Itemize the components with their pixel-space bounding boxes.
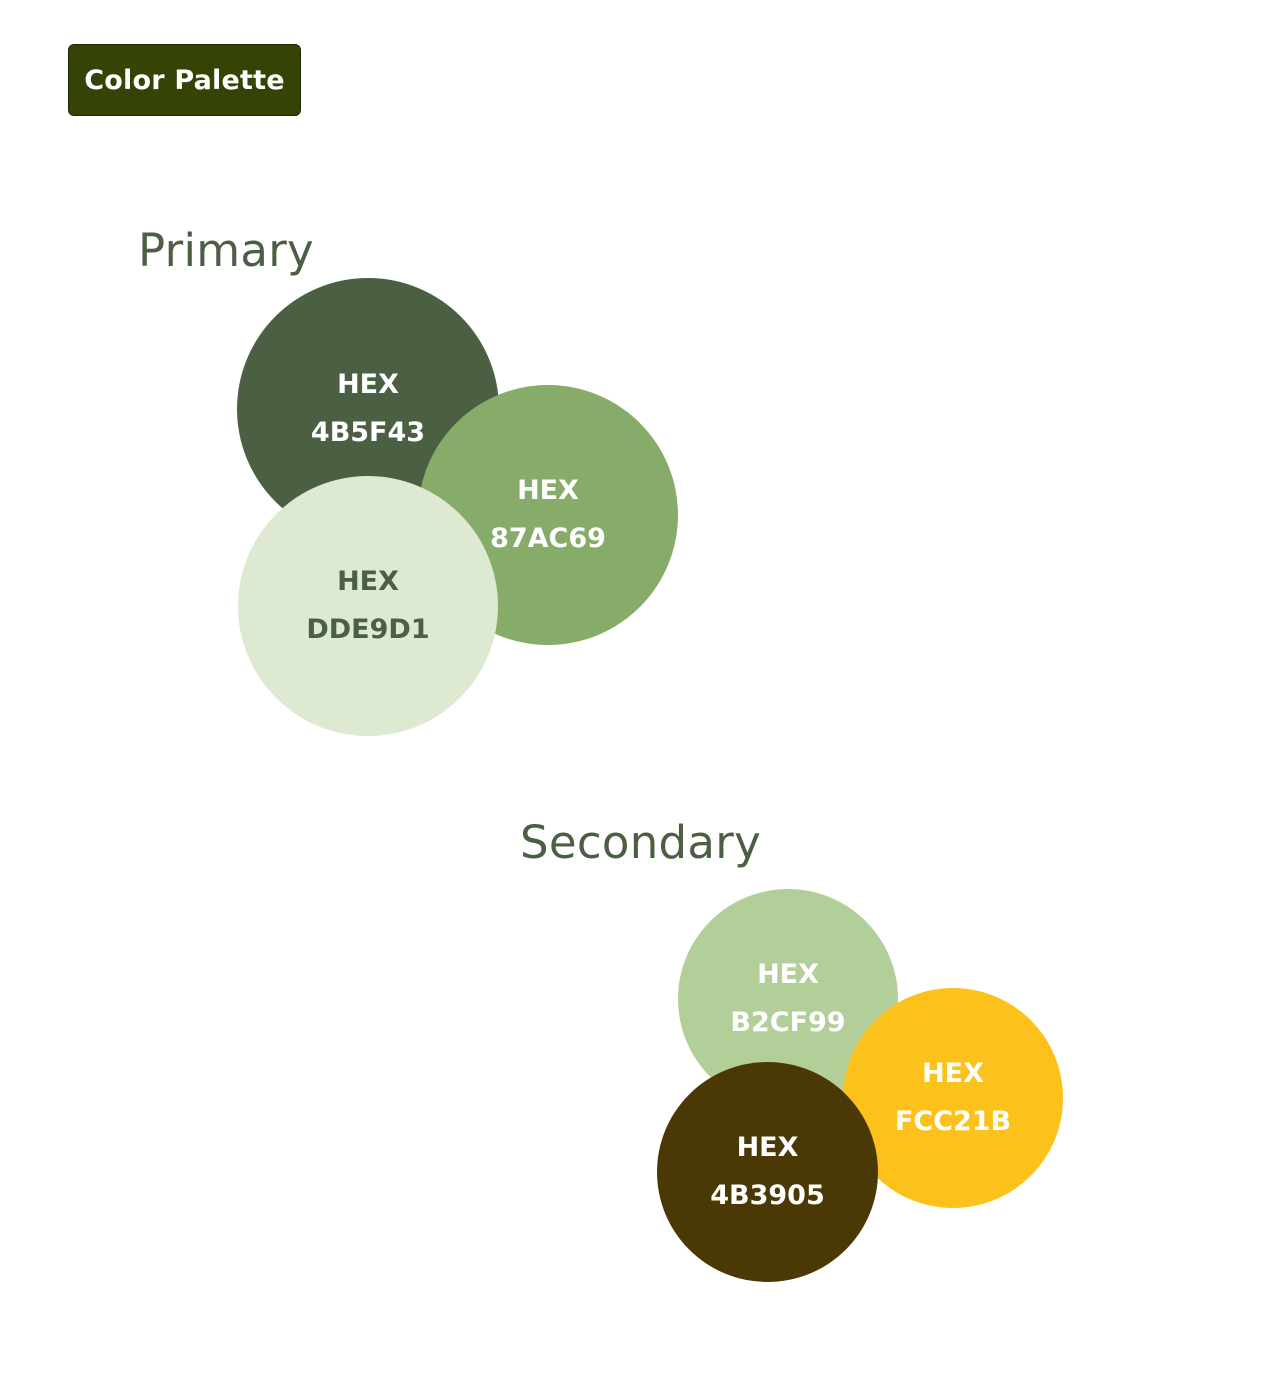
swatch-hex-label: HEX [337, 566, 399, 597]
swatch-hex-label: HEX [337, 369, 399, 400]
secondary-swatch-yellow: HEX FCC21B [843, 988, 1063, 1208]
secondary-section-title: Secondary [520, 816, 762, 869]
swatch-hex-label: HEX [517, 475, 579, 506]
secondary-swatch-brown: HEX 4B3905 [657, 1062, 878, 1282]
swatch-hex-code: FCC21B [894, 1106, 1012, 1137]
swatch-hex-label: HEX [922, 1058, 984, 1089]
color-palette-badge: Color Palette [68, 44, 301, 116]
swatch-hex-code: B2CF99 [730, 1007, 846, 1038]
swatch-hex-label: HEX [757, 959, 819, 990]
primary-section-title: Primary [138, 224, 314, 277]
swatch-hex-label: HEX [736, 1132, 799, 1163]
swatch-hex-code: 4B3905 [710, 1180, 825, 1211]
swatch-hex-code: 4B5F43 [310, 417, 426, 448]
primary-swatch-pale-green: HEX DDE9D1 [238, 476, 498, 736]
secondary-swatch-sage: HEX B2CF99 [678, 889, 898, 1109]
swatch-hex-code: DDE9D1 [306, 614, 430, 645]
swatch-hex-code: 87AC69 [490, 523, 606, 554]
